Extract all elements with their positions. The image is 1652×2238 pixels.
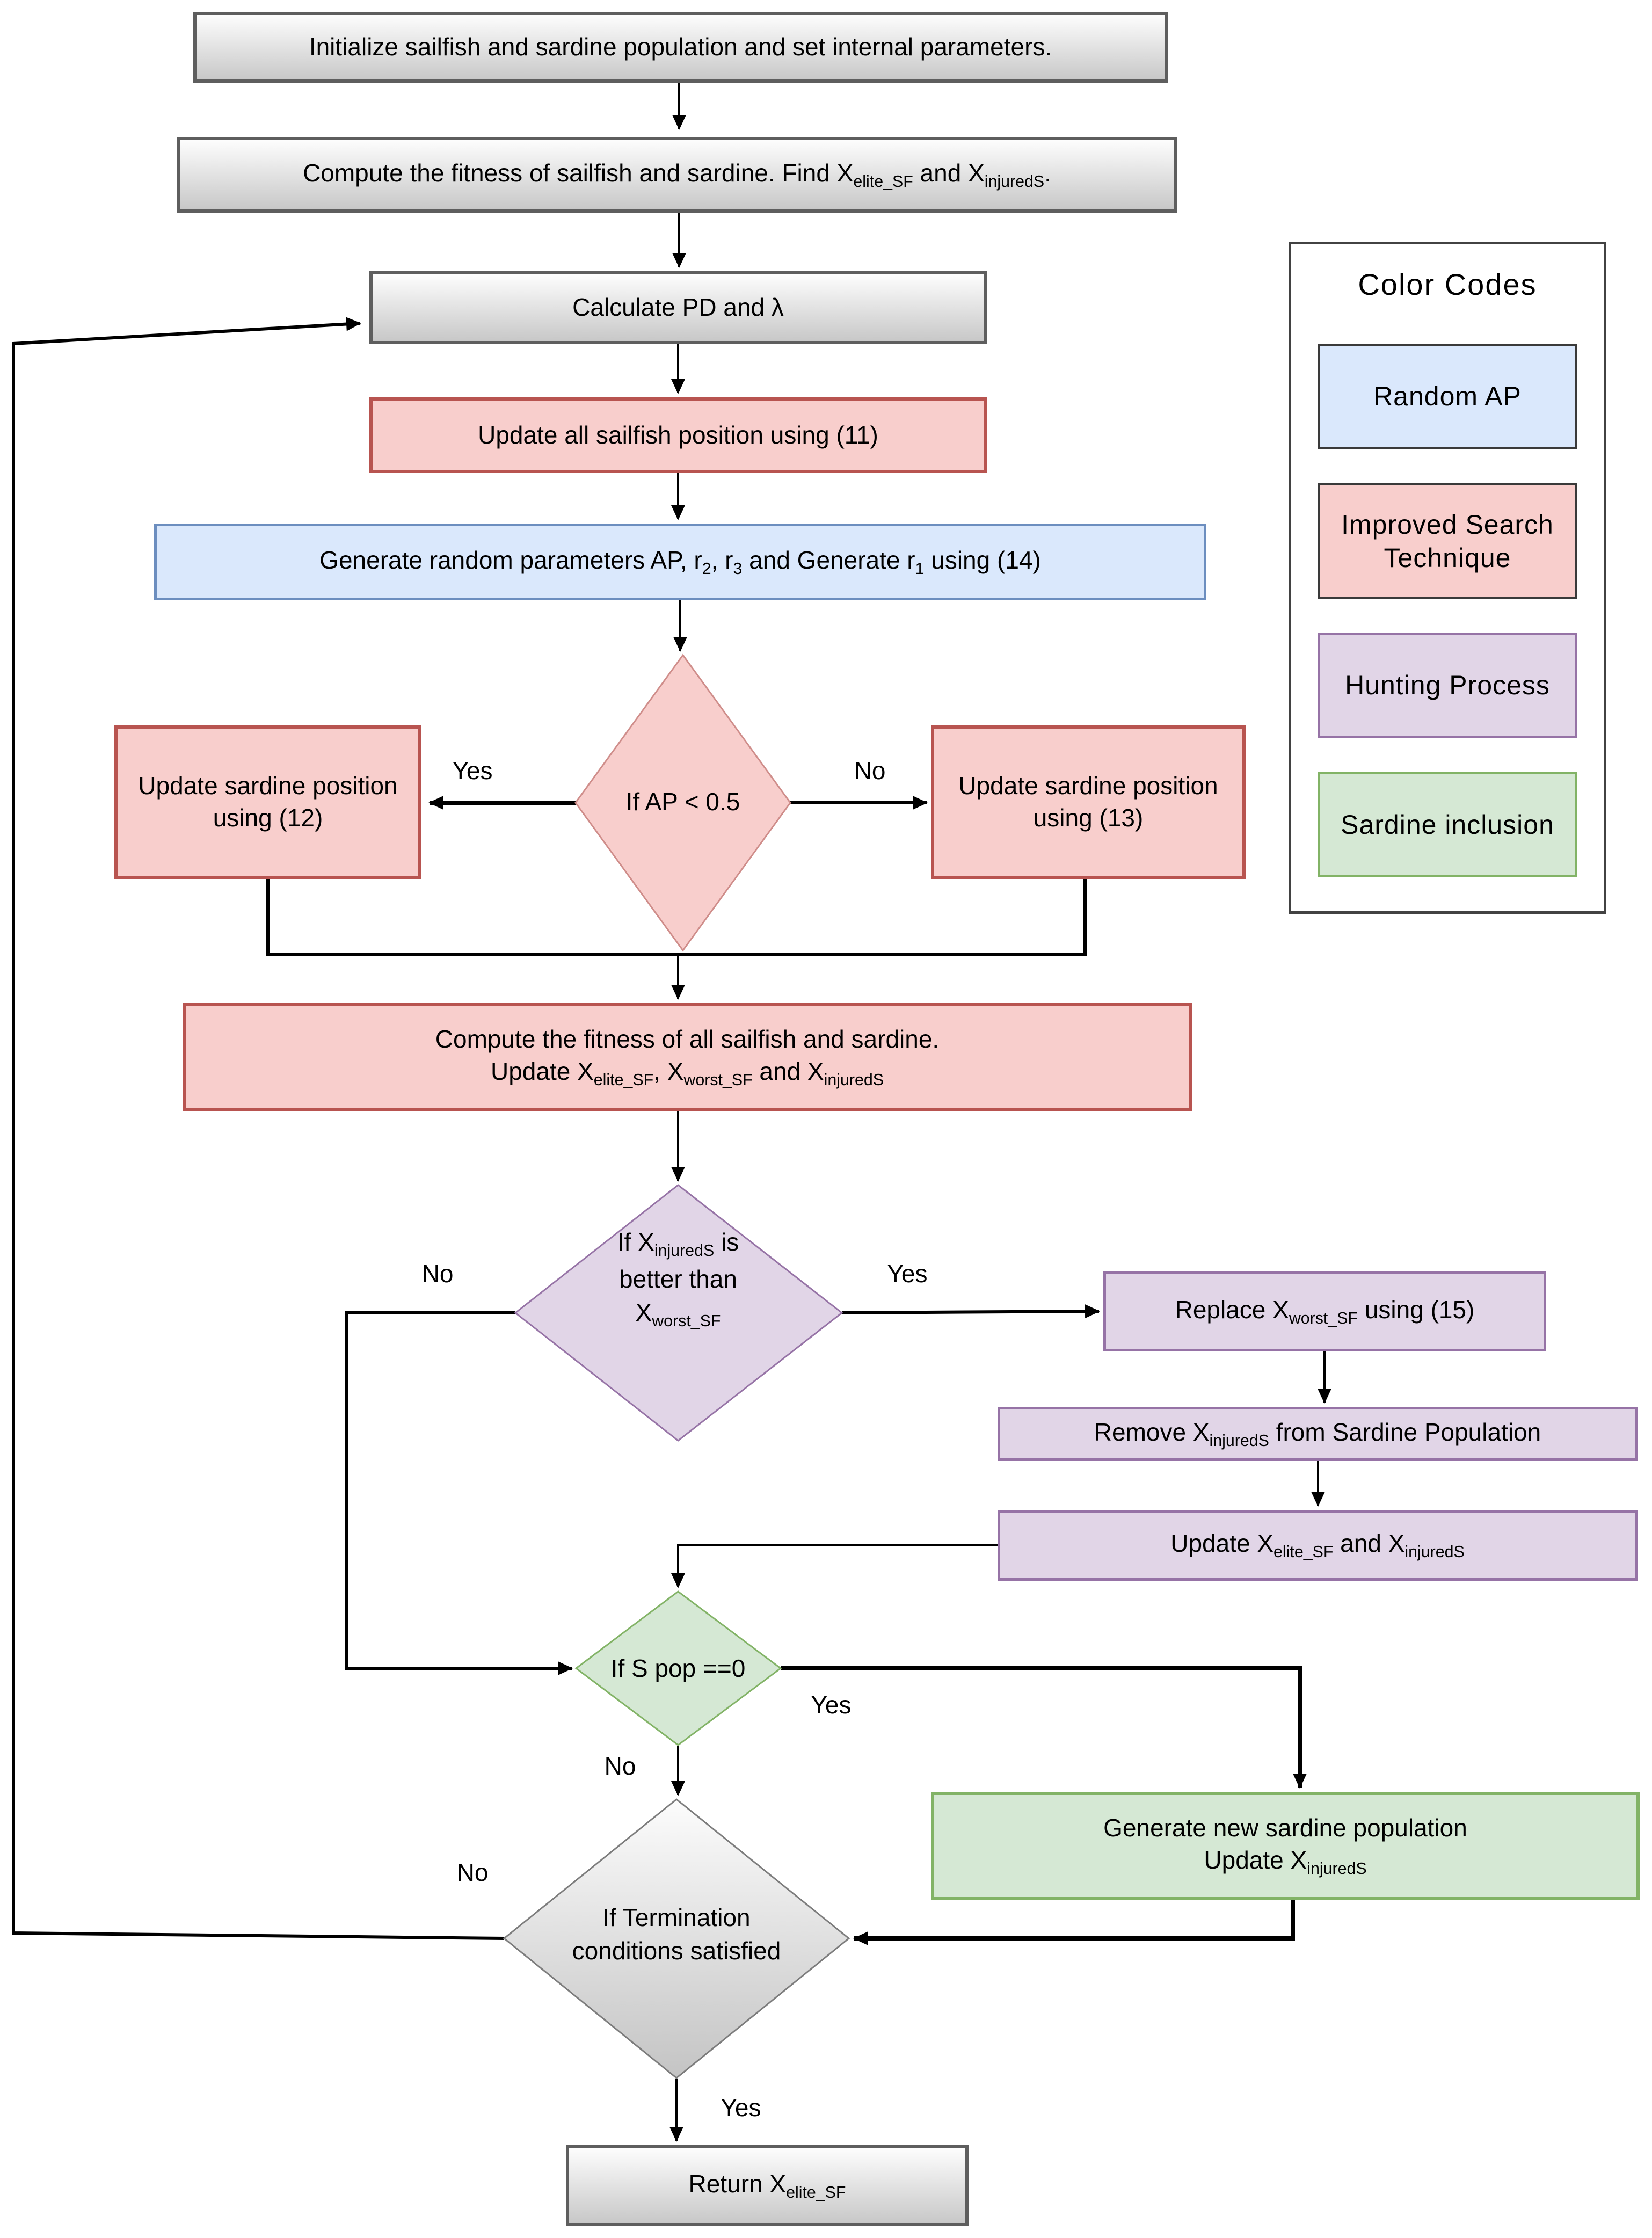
compute-fitness-box: Compute the fitness of sailfish and sard… <box>177 137 1177 213</box>
return-elite-label: Return Xelite_SF <box>688 2169 846 2201</box>
init-label: Initialize sailfish and sardine populati… <box>309 33 1052 61</box>
legend-item-hunting-process: Hunting Process <box>1318 633 1577 738</box>
spop-decision-diamond <box>574 1590 782 1746</box>
replace-worst-box: Replace Xworst_SF using (15) <box>1103 1271 1546 1351</box>
update-elite-box: Update Xelite_SF and XinjuredS <box>998 1510 1638 1581</box>
injured-decision-label: If XinjuredS is better than Xworst_SF <box>617 1228 739 1331</box>
termination-yes-label: Yes <box>721 2094 761 2121</box>
termination-decision-diamond <box>503 1798 850 2079</box>
calculate-pd-label: Calculate PD and λ <box>572 293 784 322</box>
generate-new-line2: Update XinjuredS <box>1204 1845 1367 1878</box>
update-sailfish-label: Update all sailfish position using (11) <box>478 420 878 449</box>
compute-all-fitness-line2: Update Xelite_SF, Xworst_SF and Xinjured… <box>490 1057 884 1089</box>
injured-yes-label: Yes <box>887 1260 928 1288</box>
legend-item-improved-search-label: Improved Search Technique <box>1341 509 1554 573</box>
update-sardine-12-box: Update sardine position using (12) <box>114 725 421 879</box>
legend-item-random-ap-label: Random AP <box>1373 381 1522 411</box>
update-sardine-13-box: Update sardine position using (13) <box>931 725 1246 879</box>
edges <box>12 83 1331 2142</box>
legend-item-sardine-inclusion-label: Sardine inclusion <box>1341 809 1554 840</box>
color-codes-legend: Color Codes Random AP Improved Search Te… <box>1289 242 1606 914</box>
generate-random-label: Generate random parameters AP, r2, r3 an… <box>319 546 1041 578</box>
return-elite-box: Return Xelite_SF <box>566 2145 969 2226</box>
termination-no-label: No <box>456 1858 489 1886</box>
legend-item-hunting-process-label: Hunting Process <box>1345 670 1550 700</box>
init-box: Initialize sailfish and sardine populati… <box>193 12 1168 83</box>
termination-decision-label: If Termination conditions satisfied <box>572 1903 781 1965</box>
compute-all-fitness-line1: Compute the fitness of all sailfish and … <box>435 1024 940 1053</box>
compute-all-fitness-box: Compute the fitness of all sailfish and … <box>183 1003 1192 1111</box>
ap-decision-diamond <box>574 653 791 952</box>
legend-item-improved-search: Improved Search Technique <box>1318 483 1577 599</box>
spop-decision-label: If S pop ==0 <box>610 1654 746 1682</box>
generate-new-line1: Generate new sardine population <box>1103 1813 1467 1842</box>
generate-new-sardine-box: Generate new sardine population Update X… <box>931 1792 1640 1900</box>
generate-random-box: Generate random parameters AP, r2, r3 an… <box>154 524 1206 600</box>
remove-injured-box: Remove XinjuredS from Sardine Population <box>998 1407 1638 1461</box>
update-sardine-12-label: Update sardine position using (12) <box>138 772 398 832</box>
spop-no-label: No <box>604 1752 636 1780</box>
legend-title: Color Codes <box>1358 267 1537 301</box>
ap-yes-label: Yes <box>452 757 493 784</box>
spop-yes-label: Yes <box>811 1691 852 1719</box>
ap-decision-label: If AP < 0.5 <box>625 788 740 816</box>
update-sailfish-box: Update all sailfish position using (11) <box>369 397 987 473</box>
calculate-pd-box: Calculate PD and λ <box>369 271 987 344</box>
update-elite-label: Update Xelite_SF and XinjuredS <box>1170 1529 1465 1561</box>
injured-decision-diamond <box>514 1184 843 1442</box>
compute-fitness-label: Compute the fitness of sailfish and sard… <box>303 158 1051 191</box>
remove-injured-label: Remove XinjuredS from Sardine Population <box>1094 1418 1541 1450</box>
ap-no-label: No <box>854 757 886 784</box>
injured-no-label: No <box>421 1260 454 1288</box>
legend-item-sardine-inclusion: Sardine inclusion <box>1318 772 1577 877</box>
update-sardine-13-label: Update sardine position using (13) <box>958 772 1218 832</box>
replace-worst-label: Replace Xworst_SF using (15) <box>1175 1295 1475 1327</box>
legend-item-random-ap: Random AP <box>1318 344 1577 449</box>
